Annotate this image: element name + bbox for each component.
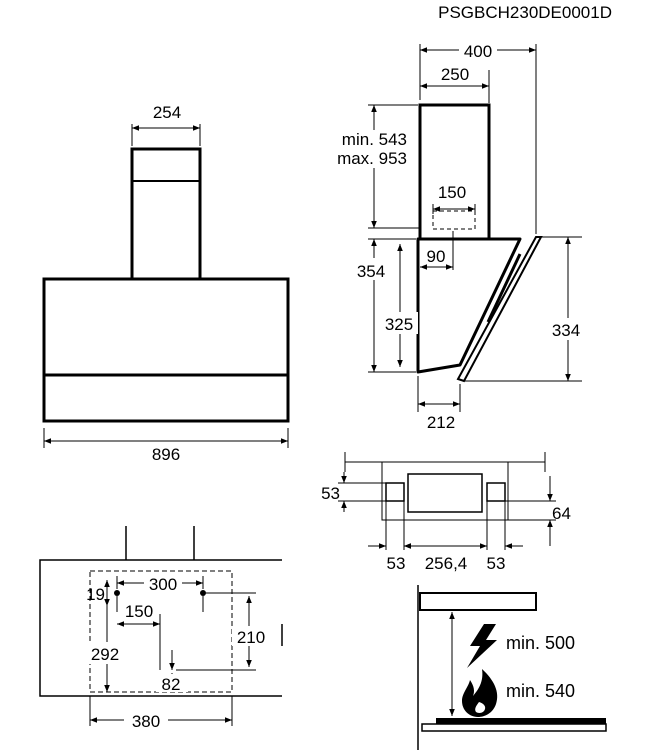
side-chimney-max-label: max. 953 <box>337 149 407 168</box>
side-front-height-label: 334 <box>552 321 580 340</box>
drawing-code: PSGBCH230DE0001D <box>438 3 612 22</box>
side-chimney <box>418 103 491 241</box>
clearance-view: min. 500 min. 540 <box>417 585 607 750</box>
side-outlet-width-label: 150 <box>438 183 466 202</box>
mounting-view: 300 19 150 210 292 82 380 <box>39 526 283 731</box>
front-chimney <box>130 147 202 282</box>
front-hood-width-label: 896 <box>152 445 180 464</box>
front-chimney-width-label: 254 <box>153 103 181 122</box>
mounting-lower-offset-label: 82 <box>162 675 181 694</box>
mounting-bracket-width-label: 380 <box>132 712 160 731</box>
top-left-offset-label: 53 <box>321 484 340 503</box>
side-view: 400 250 min. 543 max. 953 150 90 354 325 <box>320 40 588 432</box>
top-right-bracket <box>486 482 506 502</box>
mounting-hole-right <box>200 590 206 596</box>
clearance-hob <box>436 718 606 724</box>
clearance-electric-label: min. 500 <box>506 633 575 653</box>
top-outlet <box>407 473 483 513</box>
front-hood-body <box>42 277 290 423</box>
side-outlet-offset-label: 90 <box>427 247 446 266</box>
side-body-height-label: 354 <box>357 262 385 281</box>
side-depth-label: 400 <box>464 42 492 61</box>
side-bottom-depth-label: 212 <box>427 413 455 432</box>
side-chimney-depth-label: 250 <box>441 65 469 84</box>
mounting-vertical-span-label: 210 <box>237 628 265 647</box>
clearance-gas-label: min. 540 <box>506 681 575 701</box>
front-view: 254 896 <box>42 100 290 464</box>
top-left-bracket <box>385 482 405 502</box>
top-right-margin-label: 53 <box>487 554 506 573</box>
side-glass-height-label: 325 <box>385 315 413 334</box>
top-left-margin-label: 53 <box>387 554 406 573</box>
mounting-inner-offset-label: 150 <box>125 602 153 621</box>
mounting-edge-offset-label: 19 <box>86 585 105 604</box>
side-chimney-min-label: min. 543 <box>342 130 407 149</box>
mounting-left-height-label: 292 <box>91 645 119 664</box>
top-center-span-label: 256,4 <box>425 554 468 573</box>
mounting-hole-left <box>114 590 120 596</box>
flame-icon <box>462 669 498 717</box>
mounting-hole-spacing-label: 300 <box>149 575 177 594</box>
top-right-offset-label: 64 <box>552 504 571 523</box>
top-view: 53 64 53 256,4 53 <box>321 452 571 573</box>
lightning-icon <box>467 624 497 668</box>
clearance-hood-underside <box>419 592 537 611</box>
